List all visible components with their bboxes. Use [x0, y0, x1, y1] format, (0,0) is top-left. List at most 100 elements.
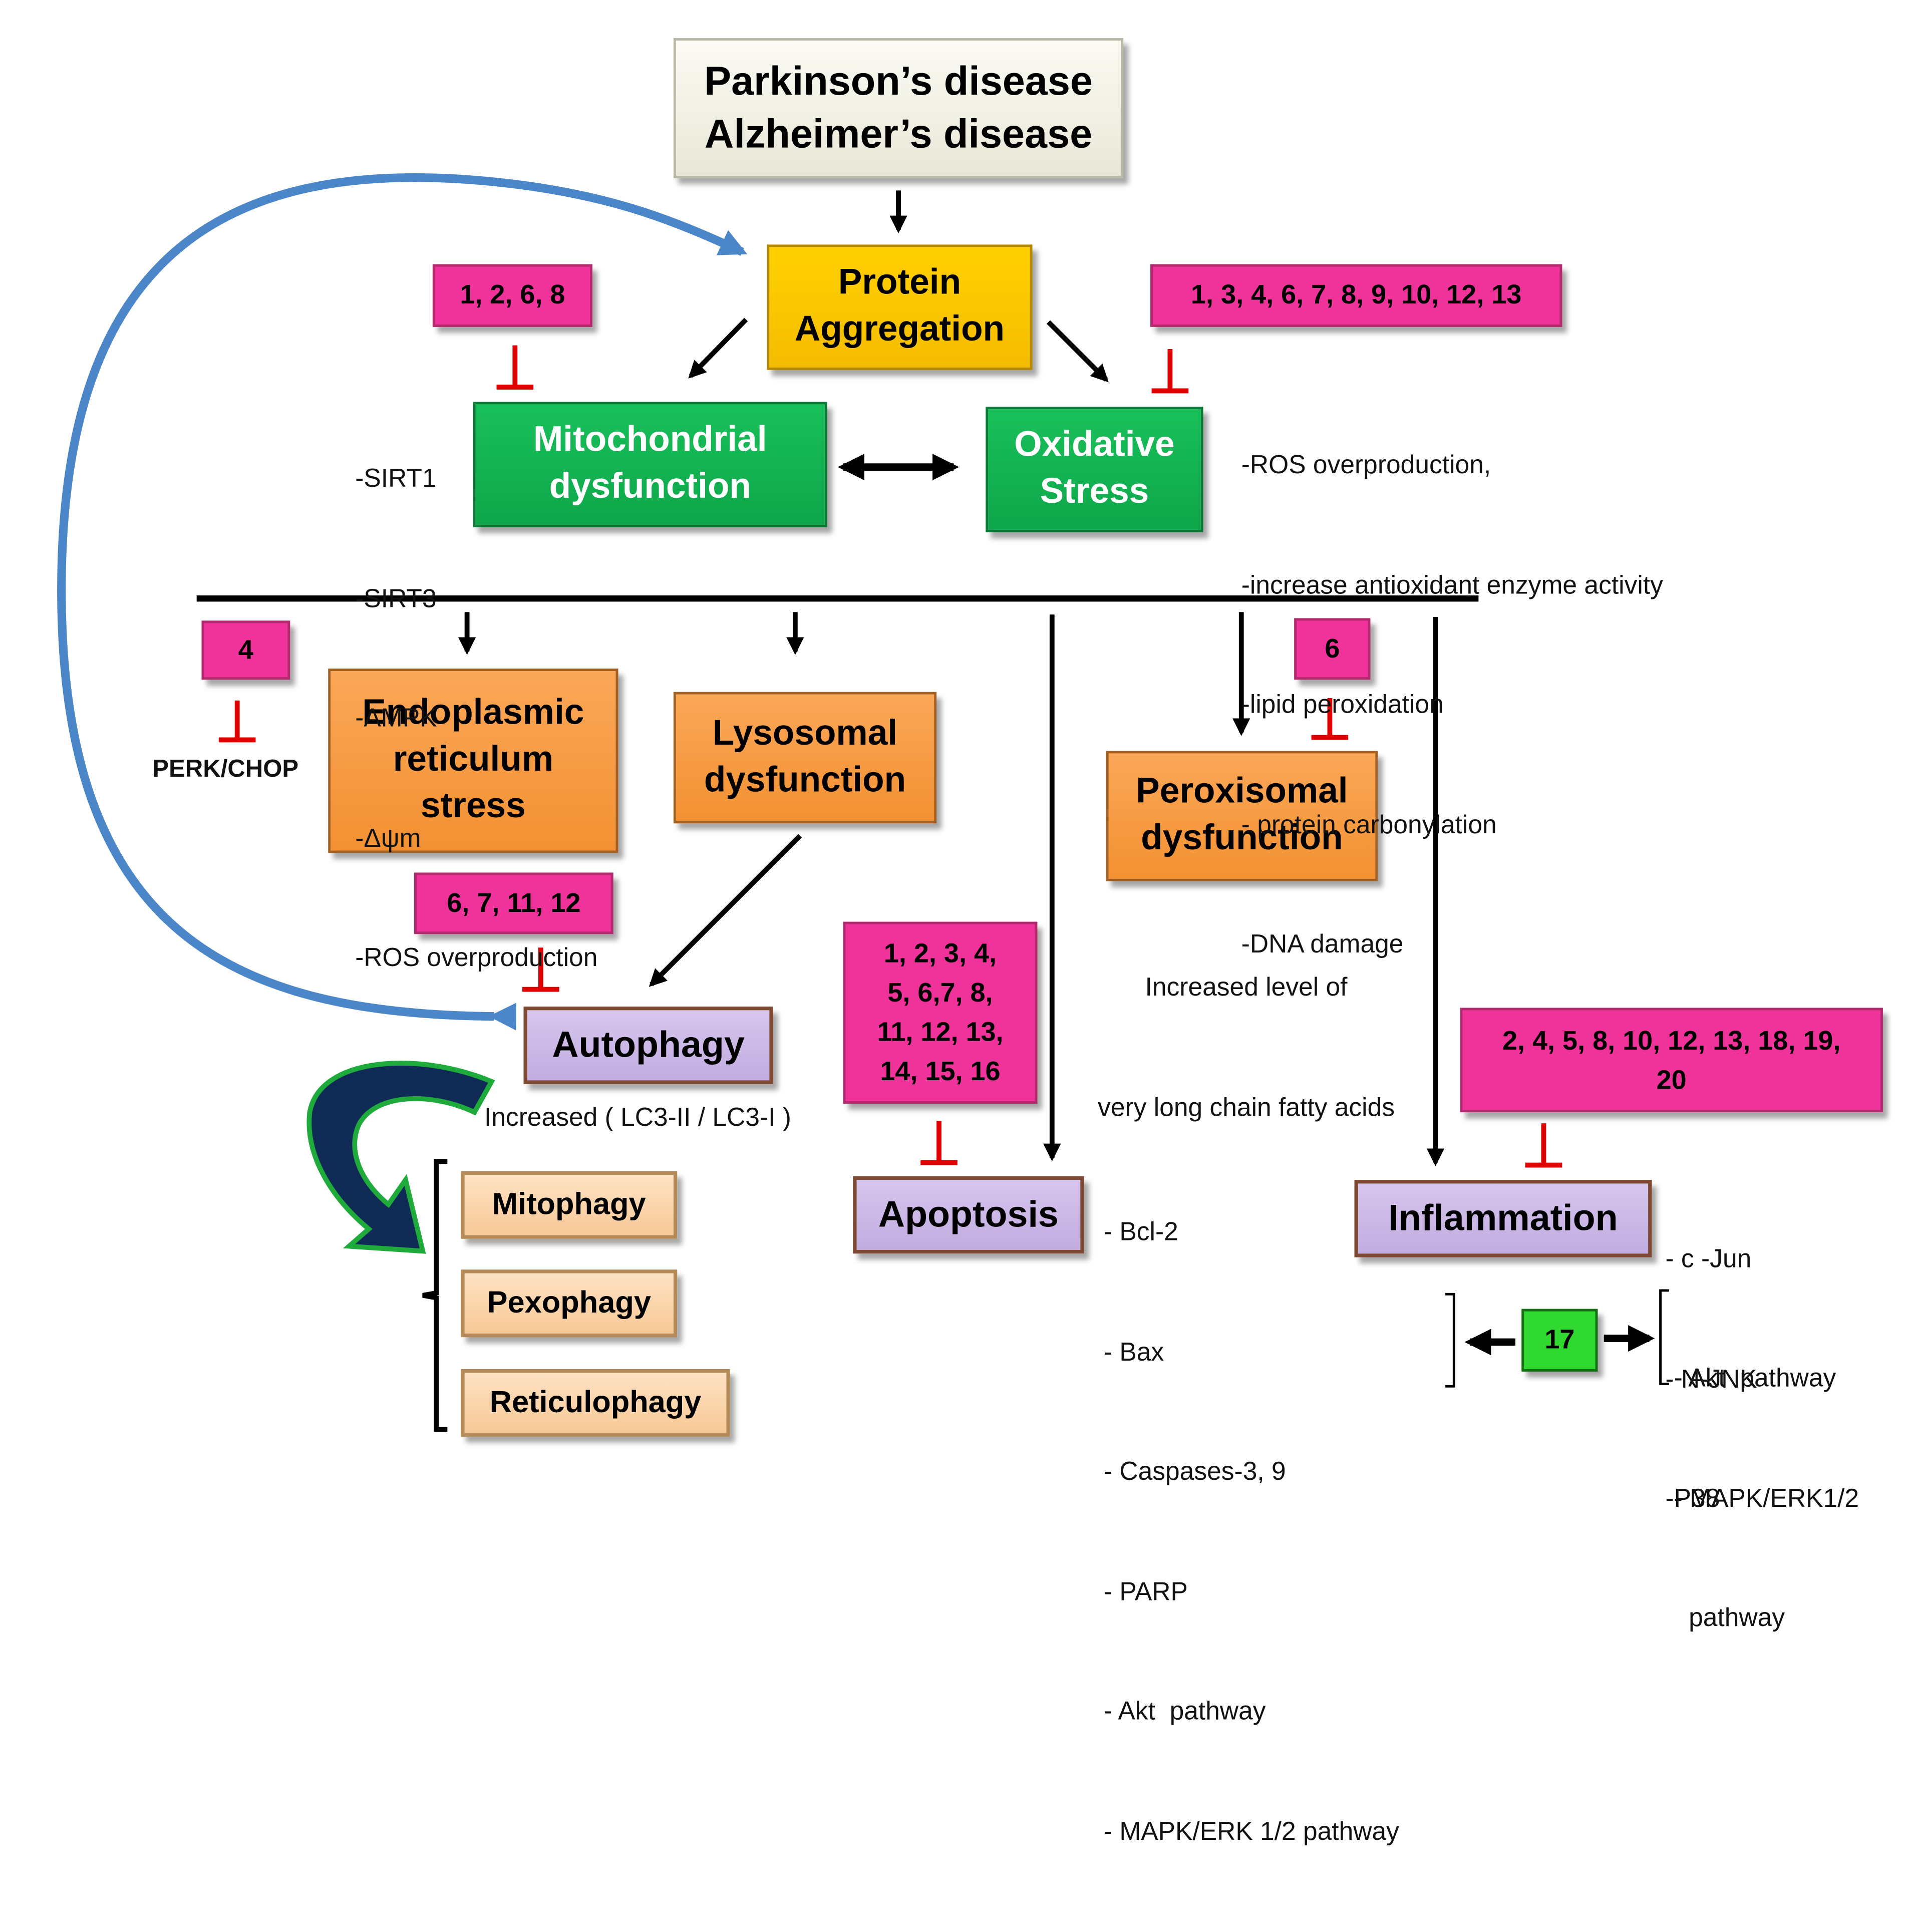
er-line3: stress	[420, 786, 526, 826]
mito-marker: -ROS overproduction	[355, 943, 598, 973]
autophagy-box: Autophagy	[523, 1006, 773, 1084]
lysosomal-line2: dysfunction	[704, 760, 906, 800]
perk-chop-label: PERK/CHOP	[152, 756, 299, 783]
inhibit-autophagy	[522, 947, 559, 992]
mito-marker: -Δψm	[355, 824, 421, 852]
ref-apoptosis-line4: 14, 15, 16	[880, 1055, 1001, 1087]
mitophagy-box: Mitophagy	[461, 1171, 678, 1239]
inhibit-oxidative	[1151, 349, 1189, 394]
oxidative-marker: -ROS overproduction,	[1241, 451, 1491, 480]
autophagy-note: Increased ( LC3-II / LC3-I )	[484, 1103, 791, 1132]
ref-autophagy-text: 6, 7, 11, 12	[447, 887, 581, 918]
peroxisomal-note-line1: Increased level of	[1145, 973, 1348, 1002]
apoptosis-marker: - Bcl-2	[1103, 1218, 1178, 1246]
inflammation-pathway-line1: - Akt pathway	[1674, 1364, 1836, 1393]
apoptosis-marker: - Akt pathway	[1103, 1697, 1266, 1726]
curved-arrow-to-subtypes	[306, 1061, 495, 1254]
er-line1: Endoplasmic	[362, 694, 584, 733]
disease-line2: Alzheimer’s disease	[704, 110, 1093, 156]
oxidative-markers: -ROS overproduction, -increase antioxida…	[1241, 366, 1663, 1045]
pexophagy-label: Pexophagy	[487, 1285, 651, 1321]
apoptosis-marker: - Bax	[1103, 1338, 1164, 1366]
ref-oxidative-text: 1, 3, 4, 6, 7, 8, 9, 10, 12, 13	[1191, 279, 1522, 310]
connector-layer	[57, 173, 1669, 1432]
ref-box-oxidative: 1, 3, 4, 6, 7, 8, 9, 10, 12, 13	[1150, 264, 1562, 327]
inhibit-apoptosis	[920, 1121, 958, 1165]
ref-apoptosis-line3: 11, 12, 13,	[877, 1016, 1004, 1047]
ref-box-autophagy: 6, 7, 11, 12	[414, 872, 613, 934]
inflammation-marker: - N-JNK	[1665, 1365, 1757, 1393]
peroxisomal-note-line2: very long chain fatty acids	[1098, 1093, 1395, 1122]
mito-markers: -SIRT1 -SIRT3 -AMPK -Δψm -ROS overproduc…	[355, 380, 597, 1059]
inflammation-marker: - c -Jun	[1665, 1245, 1752, 1273]
disease-box: Parkinson’s disease Alzheimer’s disease	[673, 38, 1124, 178]
inhibit-peroxisomal	[1311, 698, 1349, 740]
mito-marker: -AMPK	[355, 704, 437, 733]
oxidative-marker: -DNA damage	[1241, 930, 1404, 959]
mitophagy-label: Mitophagy	[492, 1187, 646, 1222]
arrow-lysosomal-to-autophagy	[649, 834, 802, 987]
mito-marker: -SIRT3	[355, 584, 437, 613]
ref-inflammation-line2: 20	[1656, 1064, 1687, 1095]
ref-box-inflammation: 2, 4, 5, 8, 10, 12, 13, 18, 19, 20	[1460, 1008, 1883, 1113]
inhibit-mito	[496, 345, 534, 390]
pathway-diagram: Parkinson’s disease Alzheimer’s disease …	[57, 38, 1883, 1845]
inflammation-pathway-line3: pathway	[1689, 1603, 1785, 1633]
apoptosis-label: Apoptosis	[878, 1194, 1059, 1235]
ref-er-text: 4	[238, 633, 253, 665]
peroxisomal-line2: dysfunction	[1141, 818, 1343, 858]
arrow-aggregation-to-oxidative	[1046, 320, 1109, 383]
inhibit-er	[218, 700, 256, 743]
mitochondrial-line2: dysfunction	[549, 467, 751, 507]
inflammation-pathway-line2: - MAPK/ERK1/2	[1674, 1484, 1859, 1512]
bracket-apoptosis-pathways	[1445, 1293, 1455, 1388]
compound-17-text: 17	[1544, 1324, 1575, 1355]
inflammation-pathways: - Akt pathway - MAPK/ERK1/2 pathway	[1674, 1279, 1859, 1719]
pexophagy-box: Pexophagy	[461, 1269, 678, 1338]
apoptosis-markers: - Bcl-2 - Bax - Caspases-3, 9 - PARP - A…	[1104, 1133, 1399, 1932]
ref-box-peroxisomal: 6	[1294, 618, 1371, 680]
arrow-aggregation-to-mito	[688, 317, 748, 379]
ref-mito-text: 1, 2, 6, 8	[460, 279, 565, 310]
protein-aggregation-line2: Aggregation	[794, 309, 1005, 349]
blue-feedback-arrow	[57, 173, 748, 1031]
oxidative-line2: Stress	[1040, 472, 1149, 511]
peroxisomal-dysfunction-box: Peroxisomal dysfunction	[1106, 751, 1378, 881]
bracket-inflammation-pathways	[1659, 1289, 1669, 1385]
peroxisomal-note: Increased level of very long chain fatty…	[1069, 888, 1423, 1208]
apoptosis-marker: - MAPK/ERK 1/2 pathway	[1103, 1817, 1399, 1845]
inflammation-label: Inflammation	[1388, 1198, 1618, 1239]
apoptosis-marker: - PARP	[1103, 1577, 1188, 1606]
ref-box-mito: 1, 2, 6, 8	[432, 264, 592, 327]
mito-marker: -SIRT1	[355, 464, 437, 493]
apoptosis-box: Apoptosis	[853, 1176, 1084, 1254]
autophagy-label: Autophagy	[552, 1025, 745, 1066]
lysosomal-line1: Lysosomal	[712, 714, 898, 753]
oxidative-line1: Oxidative	[1014, 425, 1175, 465]
oxidative-marker: - protein carbonylation	[1241, 810, 1497, 839]
apoptosis-marker: - Caspases-3, 9	[1103, 1457, 1286, 1486]
compound-17-box: 17	[1521, 1309, 1598, 1372]
oxidative-marker: -increase antioxidant enzyme activity	[1241, 570, 1663, 599]
mitochondrial-dysfunction-box: Mitochondrial dysfunction	[473, 402, 827, 527]
ref-apoptosis-line1: 1, 2, 3, 4,	[883, 938, 997, 969]
ref-box-apoptosis: 1, 2, 3, 4, 5, 6,7, 8, 11, 12, 13, 14, 1…	[843, 921, 1038, 1104]
ref-apoptosis-line2: 5, 6,7, 8,	[887, 977, 993, 1008]
lysosomal-dysfunction-box: Lysosomal dysfunction	[673, 692, 937, 824]
protein-aggregation-box: Protein Aggregation	[767, 244, 1033, 370]
er-line2: reticulum	[393, 740, 554, 780]
ref-peroxisomal-text: 6	[1325, 632, 1340, 664]
bracket-autophagy-subtypes	[422, 1159, 448, 1432]
inhibit-inflammation	[1525, 1123, 1562, 1168]
oxidative-marker: -lipid peroxidation	[1241, 691, 1444, 719]
mitochondrial-line1: Mitochondrial	[533, 421, 767, 460]
ref-inflammation-line1: 2, 4, 5, 8, 10, 12, 13, 18, 19,	[1502, 1024, 1841, 1056]
peroxisomal-line1: Peroxisomal	[1136, 772, 1348, 812]
inflammation-box: Inflammation	[1354, 1180, 1652, 1257]
oxidative-stress-box: Oxidative Stress	[986, 407, 1203, 532]
ref-box-er: 4	[201, 620, 290, 680]
reticulophagy-box: Reticulophagy	[461, 1369, 730, 1437]
reticulophagy-label: Reticulophagy	[489, 1385, 702, 1420]
er-stress-box: Endoplasmic reticulum stress	[328, 669, 618, 853]
disease-line1: Parkinson’s disease	[704, 58, 1093, 104]
